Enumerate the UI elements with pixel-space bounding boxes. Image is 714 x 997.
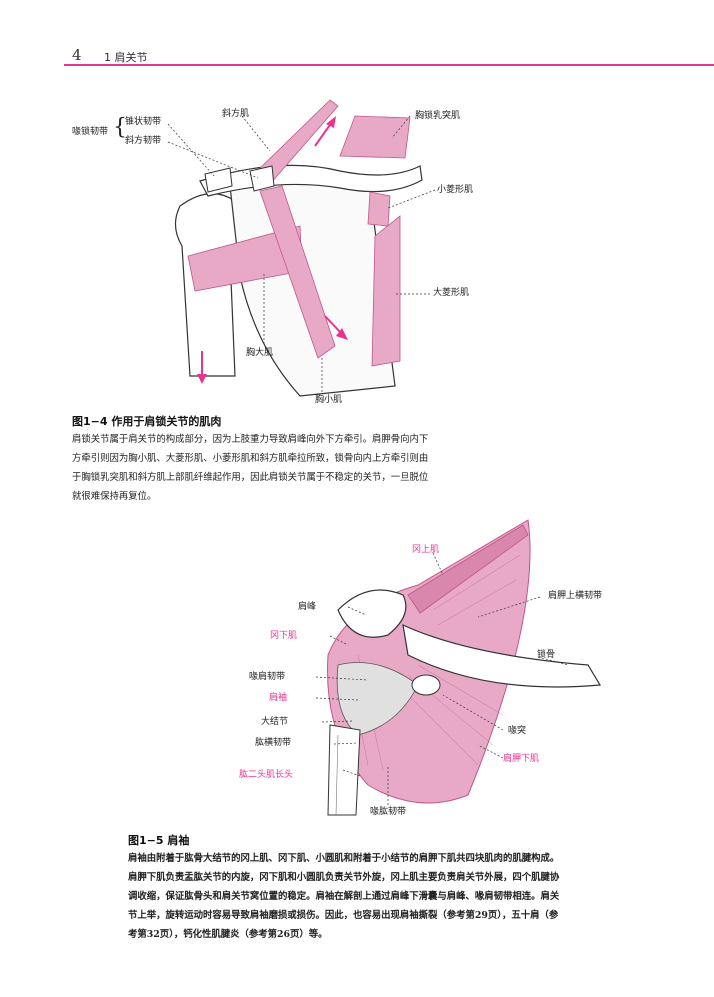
label-conoid: 锥状韧带 — [125, 117, 162, 127]
label-transverse-humeral: 肱横韧带 — [255, 738, 292, 748]
caption-line: 调收缩，保证肱骨头和肩关节窝位置的稳定。肩袖在解剖上通过肩峰下滑囊与肩峰、喙肩韧… — [128, 891, 560, 902]
label-coracoclavicular: 喙锁韧带 — [72, 127, 109, 137]
figure-1-5-caption-title: 图1−5 肩袖 — [128, 834, 190, 847]
caption-line: 考第32页），钙化性肌腱炎（参考第26页）等。 — [128, 929, 328, 940]
header-rule — [64, 64, 714, 66]
label-pec-major: 胸大肌 — [246, 348, 274, 358]
label-coracohumeral: 喙肱韧带 — [370, 807, 407, 817]
label-biceps-long-head: 肱二头肌长头 — [239, 770, 294, 780]
caption-line: 肩袖由附着于肱骨大结节的冈上肌、冈下肌、小圆肌和附着于小结节的肩胛下肌共四块肌肉… — [128, 853, 560, 864]
caption-line: 于胸锁乳突肌和斜方肌上部肌纤维起作用，因此肩锁关节属于不稳定的关节，一旦脱位 — [72, 472, 429, 483]
caption-line: 节上举，旋转运动时容易导致肩袖磨损或损伤。因此，也容易出现肩袖撕裂（参考第29页… — [128, 910, 559, 921]
label-rhomboid-minor: 小菱形肌 — [437, 185, 474, 195]
brace-symbol: { — [113, 115, 127, 140]
figure-1-4-caption-title: 图1−4 作用于肩锁关节的肌肉 — [72, 415, 222, 428]
label-rhomboid-major: 大菱形肌 — [433, 288, 470, 298]
caption-line: 方牵引则因为胸小肌、大菱形肌、小菱形肌和斜方肌牵拉所致，锁骨向内上方牵引则由 — [72, 453, 429, 464]
figure-1-4-caption-body: 肩锁关节属于肩关节的构成部分，因为上肢重力导致肩峰向外下方牵引。肩胛骨向内下 方… — [72, 430, 672, 506]
page-header: 4 1 肩关节 — [0, 0, 714, 66]
rotator-cuff-drawing — [315, 519, 602, 816]
chapter-title: 1 肩关节 — [104, 51, 148, 64]
caption-line: 肩胛下肌负责盂肱关节的内旋，冈下肌和小圆肌负责关节外旋，冈上肌主要负责肩关节外展… — [128, 872, 560, 883]
label-clavicle: 锁骨 — [537, 650, 556, 660]
label-rotator-cuff: 肩袖 — [269, 693, 288, 703]
caption-line: 肩锁关节属于肩关节的构成部分，因为上肢重力导致肩峰向外下方牵引。肩胛骨向内下 — [72, 434, 429, 445]
label-trapezoid: 斜方韧带 — [125, 136, 162, 146]
label-pec-minor: 胸小肌 — [315, 395, 343, 405]
caption-line: 就很难保持再复位。 — [72, 491, 157, 502]
page-number: 4 — [72, 46, 82, 64]
label-greater-tubercle: 大结节 — [261, 717, 289, 727]
label-sup-transverse-ligament: 肩胛上横韧带 — [548, 591, 603, 601]
figure-1-4-illustration — [160, 96, 450, 401]
label-infraspinatus: 冈下肌 — [270, 631, 298, 641]
shoulder-muscles-drawing — [167, 99, 436, 397]
label-supraspinatus: 冈上肌 — [412, 545, 440, 555]
label-coracoid: 喙突 — [508, 726, 527, 736]
figure-1-5-caption-body: 肩袖由附着于肱骨大结节的冈上肌、冈下肌、小圆肌和附着于小结节的肩胛下肌共四块肌肉… — [128, 849, 688, 944]
label-coracoacromial: 喙肩韧带 — [249, 672, 286, 682]
label-scm: 胸锁乳突肌 — [415, 111, 461, 121]
label-trapezius: 斜方肌 — [222, 109, 250, 119]
figure-1-5-illustration — [308, 515, 608, 820]
label-subscapularis: 肩胛下肌 — [503, 754, 540, 764]
label-acromion: 肩峰 — [298, 602, 317, 612]
